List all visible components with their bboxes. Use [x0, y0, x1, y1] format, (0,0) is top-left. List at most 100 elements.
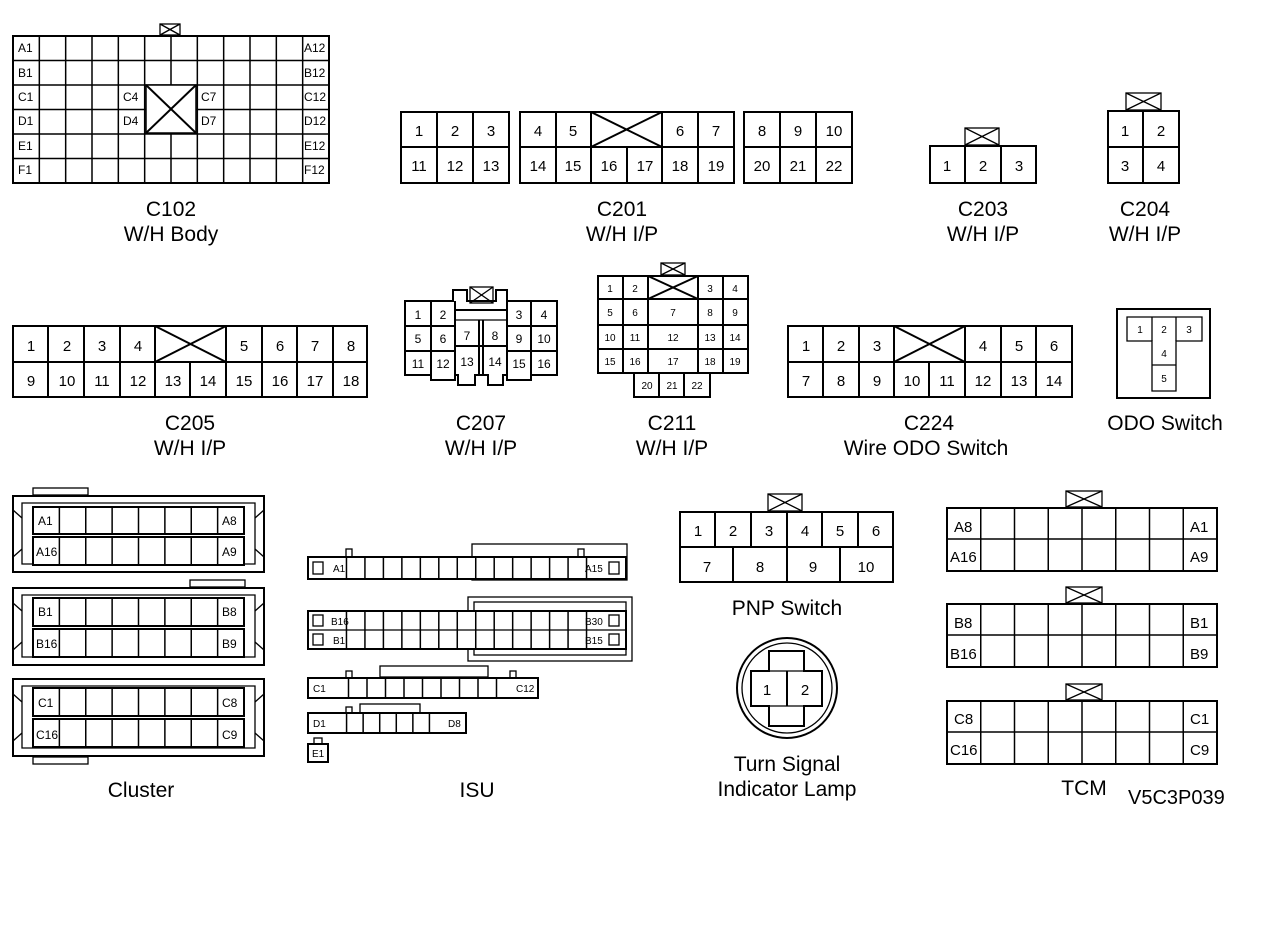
c207-pin: 8	[492, 329, 499, 343]
isu-pin: D8	[448, 719, 461, 730]
c211-pin: 18	[704, 357, 716, 368]
c211-pin: 7	[670, 308, 676, 319]
c201-pin: 5	[569, 123, 577, 140]
cluster-pin: A8	[222, 514, 237, 528]
c205-pin: 3	[98, 338, 106, 355]
c211-pin: 4	[732, 284, 738, 295]
connector-c207: 1 2 3 4 5 6 7 8 9 10 11 12 13 14 15 16 C…	[404, 286, 558, 460]
c102-pin: B12	[304, 66, 326, 80]
c207-pin: 1	[415, 308, 422, 322]
c102-pin: B1	[18, 66, 33, 80]
c207-pin: 4	[541, 308, 548, 322]
tcm-pin: B9	[1190, 646, 1208, 663]
c102-pin: F1	[18, 163, 32, 177]
cluster-label: Cluster	[108, 779, 175, 802]
pnp-pin: 7	[703, 559, 711, 576]
c207-pin: 14	[488, 355, 502, 369]
connector-isu: A1 A15 B16 B1 B30 B15 C1 C12 D1 D8 E1	[307, 543, 633, 802]
c201-pin: 20	[754, 158, 771, 175]
c201-pin: 21	[790, 158, 807, 175]
tcm-pin: C8	[954, 711, 973, 728]
c201-pin: 10	[826, 123, 843, 140]
c207-pin: 7	[464, 329, 471, 343]
c204-label: C204	[1120, 198, 1171, 221]
tcm-label: TCM	[1061, 777, 1107, 800]
c211-pin: 16	[629, 357, 641, 368]
c201-pin: 16	[601, 158, 618, 175]
odo-pin: 2	[1161, 325, 1167, 336]
c201-pin: 19	[708, 158, 725, 175]
c201-pin: 9	[794, 123, 802, 140]
c224-pin: 14	[1046, 373, 1063, 390]
c102-pin: C4	[123, 90, 139, 104]
connector-pnp-switch: 1 2 3 4 5 6 7 8 9 10 PNP Switch	[679, 493, 894, 620]
c102-pin: A12	[304, 41, 326, 55]
c224-pin: 13	[1011, 373, 1028, 390]
c211-pin: 20	[641, 381, 653, 392]
connector-tcm: A8 A1 A16 A9 B8 B1 B16 B9 C8 C1 C16 C9 T…	[946, 490, 1218, 800]
c201-pin: 4	[534, 123, 542, 140]
c204-pin: 4	[1157, 158, 1165, 175]
c224-pin: 6	[1050, 338, 1058, 355]
c204-pin: 3	[1121, 158, 1129, 175]
c201-pin: 14	[530, 158, 547, 175]
c205-pin: 8	[347, 338, 355, 355]
c201-desc: W/H I/P	[586, 223, 658, 246]
c224-pin: 2	[837, 338, 845, 355]
c102-label: C102	[146, 198, 196, 221]
c203-pin: 1	[943, 158, 951, 175]
c102-pin: E1	[18, 139, 33, 153]
tcm-pin: B8	[954, 615, 972, 632]
connector-c201: 1 2 3 4 5 6 7 8 9 10 11 12 13 14 15 16 1…	[400, 111, 853, 246]
tcm-pin: A16	[950, 549, 977, 566]
isu-pin: E1	[312, 749, 325, 760]
tcm-pin: A8	[954, 519, 972, 536]
c205-pin: 10	[59, 373, 76, 390]
c102-pin: D4	[123, 114, 139, 128]
c211-pin: 9	[732, 308, 738, 319]
c204-desc: W/H I/P	[1109, 223, 1181, 246]
c205-pin: 12	[130, 373, 147, 390]
c201-pin: 3	[487, 123, 495, 140]
c201-pin: 11	[411, 158, 427, 175]
c224-pin: 12	[975, 373, 992, 390]
pnp-pin: 3	[765, 523, 773, 540]
c201-label: C201	[597, 198, 647, 221]
connector-c211: 1 2 3 4 5 6 7 8 9 10 11 12 13 14 15 16 1…	[597, 262, 749, 460]
isu-pin: C12	[516, 684, 535, 695]
c201-pin: 12	[447, 158, 464, 175]
pnp-pin: 4	[801, 523, 809, 540]
c211-pin: 5	[607, 308, 613, 319]
connector-c204: 1 2 3 4 C204 W/H I/P	[1107, 92, 1181, 246]
c224-pin: 8	[837, 373, 845, 390]
pnp-pin: 10	[858, 559, 875, 576]
c102-pin: F12	[304, 163, 325, 177]
c211-pin: 3	[707, 284, 713, 295]
c207-pin: 2	[440, 308, 447, 322]
isu-pin: B30	[585, 617, 603, 628]
c205-pin: 17	[307, 373, 324, 390]
cluster-pin: C9	[222, 728, 238, 742]
c201-pin: 17	[637, 158, 654, 175]
c201-pin: 13	[483, 158, 500, 175]
c207-pin: 16	[537, 357, 551, 371]
c205-pin: 14	[200, 373, 217, 390]
c102-pin: A1	[18, 41, 33, 55]
tcm-pin: C1	[1190, 711, 1209, 728]
tcm-pin: B16	[950, 646, 977, 663]
cluster-pin: B16	[36, 637, 58, 651]
odo-pin: 5	[1161, 374, 1167, 385]
c211-pin: 15	[604, 357, 616, 368]
connector-c102: A1 A12 B1 B12 C1 C4 C7 C12 D1 D4 D7 D12 …	[12, 23, 330, 246]
cluster-pin: A9	[222, 545, 237, 559]
connector-c205: 1 2 3 4 5 6 7 8 9 10 11 12 13 14 15 16 1…	[12, 325, 368, 460]
c205-pin: 16	[272, 373, 289, 390]
c211-pin: 13	[704, 333, 716, 344]
c224-pin: 4	[979, 338, 987, 355]
cluster-pin: A1	[38, 514, 53, 528]
isu-pin: A1	[333, 564, 346, 575]
c201-pin: 15	[565, 158, 582, 175]
c207-pin: 9	[516, 332, 523, 346]
c205-desc: W/H I/P	[154, 437, 226, 460]
